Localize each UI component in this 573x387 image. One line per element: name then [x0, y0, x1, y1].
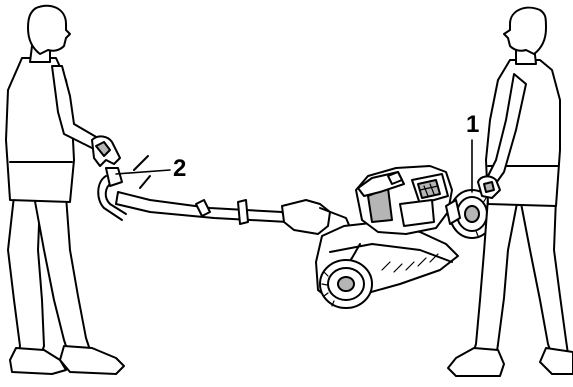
- mower-filter: [400, 200, 434, 226]
- handle-clamp: [238, 200, 248, 224]
- right-person-head: [504, 8, 546, 54]
- callout-number-2: 2: [173, 157, 186, 181]
- handle-lever-2: [140, 176, 150, 188]
- left-person-head: [28, 6, 70, 54]
- mower-handle: [98, 156, 352, 234]
- callout-2-leader: [116, 170, 170, 174]
- mower-control-panel-screen: [418, 180, 440, 198]
- front-wheel-hub: [465, 206, 479, 222]
- right-person-front-shoe: [448, 348, 504, 376]
- handle-joint: [282, 200, 330, 234]
- right-person-glove-shade: [484, 182, 494, 192]
- left-person-back-shoe: [10, 348, 66, 374]
- mower-rear-wheel: [320, 260, 372, 308]
- handle-lever: [134, 156, 148, 170]
- rear-wheel-hub: [338, 277, 354, 291]
- right-person-back-shoe: [540, 348, 573, 374]
- callout-number-1: 1: [466, 113, 479, 137]
- right-person-back-leg: [520, 198, 568, 356]
- left-person-front-shoe: [60, 346, 124, 374]
- handle-knob: [106, 168, 122, 186]
